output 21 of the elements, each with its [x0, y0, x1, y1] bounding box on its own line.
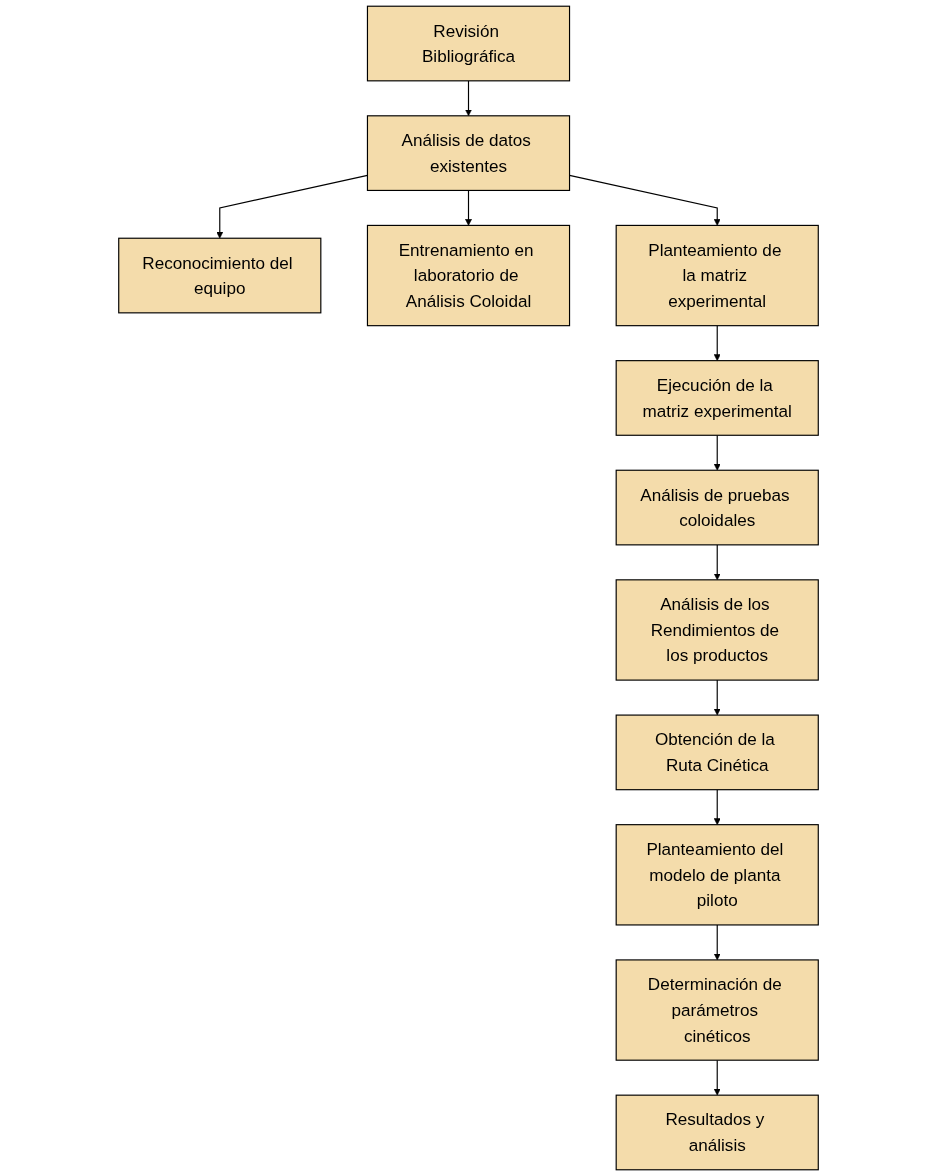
- node-box: Reconocimiento del equipo: [118, 237, 322, 314]
- node-box: Revisión Bibliográfica: [366, 5, 571, 82]
- node-box: Análisis de pruebas coloidales: [615, 469, 819, 546]
- node-box: Determinación de parámetros cinéticos: [615, 959, 819, 1061]
- node-box: Planteamiento del modelo de planta piloto: [615, 824, 819, 926]
- node-box: Análisis de datos existentes: [366, 115, 571, 191]
- node-box: Entrenamiento en laboratorio de Análisis Coloidal: [366, 224, 571, 327]
- arrow: [713, 325, 721, 361]
- arrow: [713, 789, 721, 825]
- arrow: [713, 679, 721, 716]
- node-box: Planteamiento de la matriz experimental: [615, 224, 819, 327]
- arrow: [713, 924, 721, 961]
- node-box: Análisis de los Rendimientos de los productos: [615, 579, 819, 681]
- arrow: [713, 544, 721, 581]
- arrow: [713, 1059, 721, 1096]
- arrow: [713, 434, 721, 471]
- arrow: [465, 80, 472, 117]
- node-box: Ejecución de la matriz experimental: [615, 360, 819, 436]
- arrow: [465, 189, 472, 226]
- node-box: Obtención de la Ruta Cinética: [615, 714, 819, 791]
- node-box: Resultados y análisis: [615, 1094, 819, 1171]
